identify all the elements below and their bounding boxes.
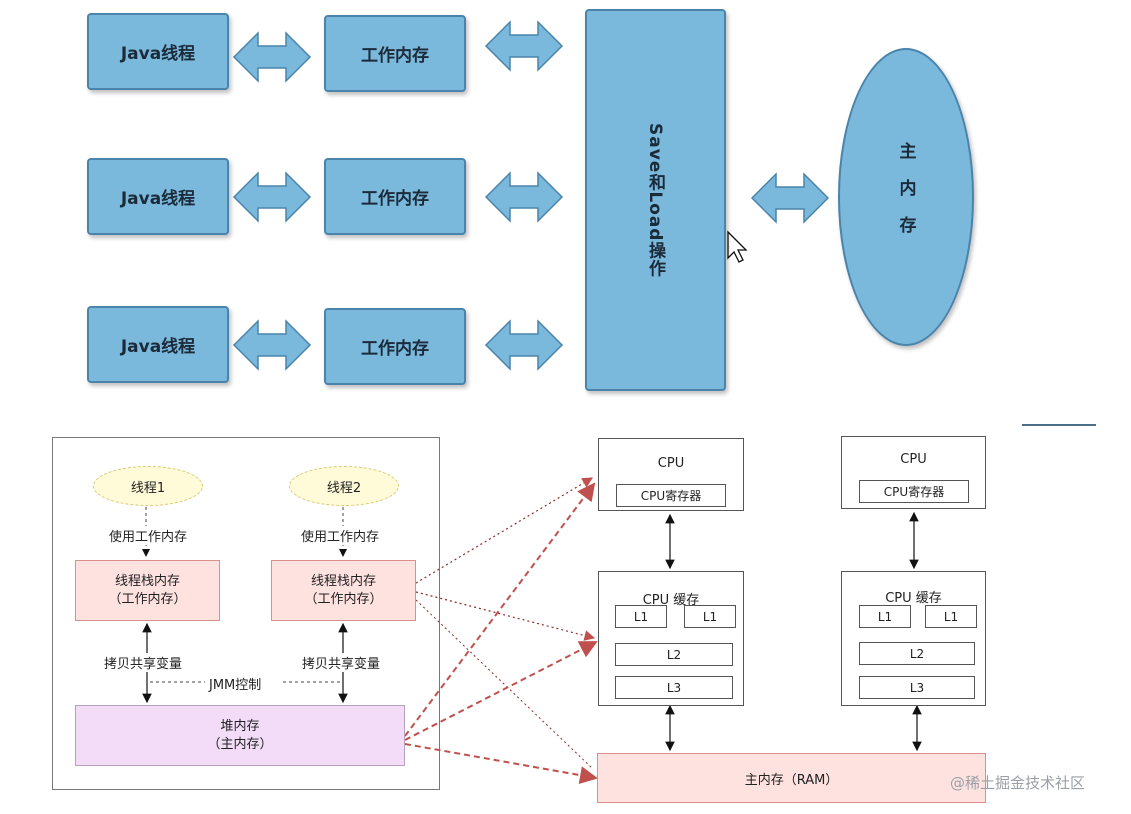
- work-memory-label: 工作内存: [361, 339, 429, 359]
- cache-l1: L1: [925, 605, 977, 628]
- main-memory-label: 主内存: [895, 141, 916, 253]
- cache-l1: L1: [615, 605, 667, 628]
- cpu-title: CPU: [657, 456, 685, 471]
- java-thread-label: Java线程: [120, 189, 196, 209]
- cpu-1-box: CPU CPU寄存器: [598, 438, 744, 511]
- double-arrow: [750, 172, 830, 224]
- jmm-frame: [52, 437, 440, 790]
- cpu-1-cache-box: CPU 缓存 L1 L1 L2 L3: [598, 571, 744, 706]
- copy-shared-var-label-1: 拷贝共享变量: [104, 653, 183, 672]
- double-arrow: [484, 20, 564, 72]
- thread-label: 线程2: [326, 480, 362, 496]
- stack-subtitle: （工作内存）: [304, 591, 383, 607]
- heap-title: 堆内存: [220, 718, 260, 734]
- double-arrow: [232, 319, 312, 371]
- thread-stack-memory-2: 线程栈内存 （工作内存）: [271, 560, 416, 621]
- cpu-register: CPU寄存器: [859, 480, 969, 503]
- double-arrow: [484, 171, 564, 223]
- thread-2-ellipse: 线程2: [289, 466, 399, 506]
- java-thread-label: Java线程: [120, 337, 196, 357]
- java-thread-label: Java线程: [120, 44, 196, 64]
- java-thread-box-2: Java线程: [87, 158, 229, 235]
- double-arrow: [232, 31, 312, 83]
- cpu-cache-title: CPU 缓存: [642, 593, 700, 608]
- double-arrow: [232, 171, 312, 223]
- main-memory-ellipse: 主内存: [838, 48, 974, 346]
- cursor-icon: [727, 230, 748, 263]
- cpu-title: CPU: [900, 452, 927, 467]
- cache-l2: L2: [615, 643, 733, 666]
- stack-subtitle: （工作内存）: [108, 591, 187, 607]
- work-memory-box-2: 工作内存: [324, 158, 466, 235]
- thread-stack-memory-1: 线程栈内存 （工作内存）: [75, 560, 220, 621]
- save-load-box: Save和Load操作: [585, 9, 726, 391]
- cpu-cache-title: CPU 缓存: [885, 591, 942, 606]
- cache-l1: L1: [684, 605, 736, 628]
- cache-l1: L1: [859, 605, 911, 628]
- save-load-label: Save和Load操作: [645, 122, 665, 278]
- cpu-2-cache-box: CPU 缓存 L1 L1 L2 L3: [841, 571, 986, 706]
- watermark: @稀土掘金技术社区: [950, 774, 1086, 792]
- java-thread-box-1: Java线程: [87, 13, 229, 90]
- double-arrow: [484, 319, 564, 371]
- thread-label: 线程1: [130, 480, 166, 496]
- work-memory-box-1: 工作内存: [324, 15, 466, 92]
- use-work-memory-label-1: 使用工作内存: [109, 526, 188, 545]
- ram-label: 主内存（RAM）: [744, 772, 839, 788]
- main-memory-ram: 主内存（RAM）: [597, 753, 986, 803]
- cache-l2: L2: [859, 642, 975, 665]
- work-memory-label: 工作内存: [361, 46, 429, 66]
- use-work-memory-label-2: 使用工作内存: [301, 526, 380, 545]
- cache-l3: L3: [859, 676, 975, 699]
- stack-title: 线程栈内存: [310, 573, 376, 589]
- heap-subtitle: （主内存）: [207, 736, 273, 752]
- stack-title: 线程栈内存: [114, 573, 180, 589]
- jmm-control-label: JMM控制: [209, 678, 262, 693]
- cpu-2-box: CPU CPU寄存器: [841, 436, 986, 509]
- heap-memory-box: 堆内存 （主内存）: [75, 705, 405, 766]
- cpu-register: CPU寄存器: [616, 484, 726, 507]
- copy-shared-var-label-2: 拷贝共享变量: [302, 653, 381, 672]
- cache-l3: L3: [615, 676, 733, 699]
- work-memory-box-3: 工作内存: [324, 308, 466, 385]
- java-thread-box-3: Java线程: [87, 306, 229, 383]
- work-memory-label: 工作内存: [361, 189, 429, 209]
- thread-1-ellipse: 线程1: [93, 466, 203, 506]
